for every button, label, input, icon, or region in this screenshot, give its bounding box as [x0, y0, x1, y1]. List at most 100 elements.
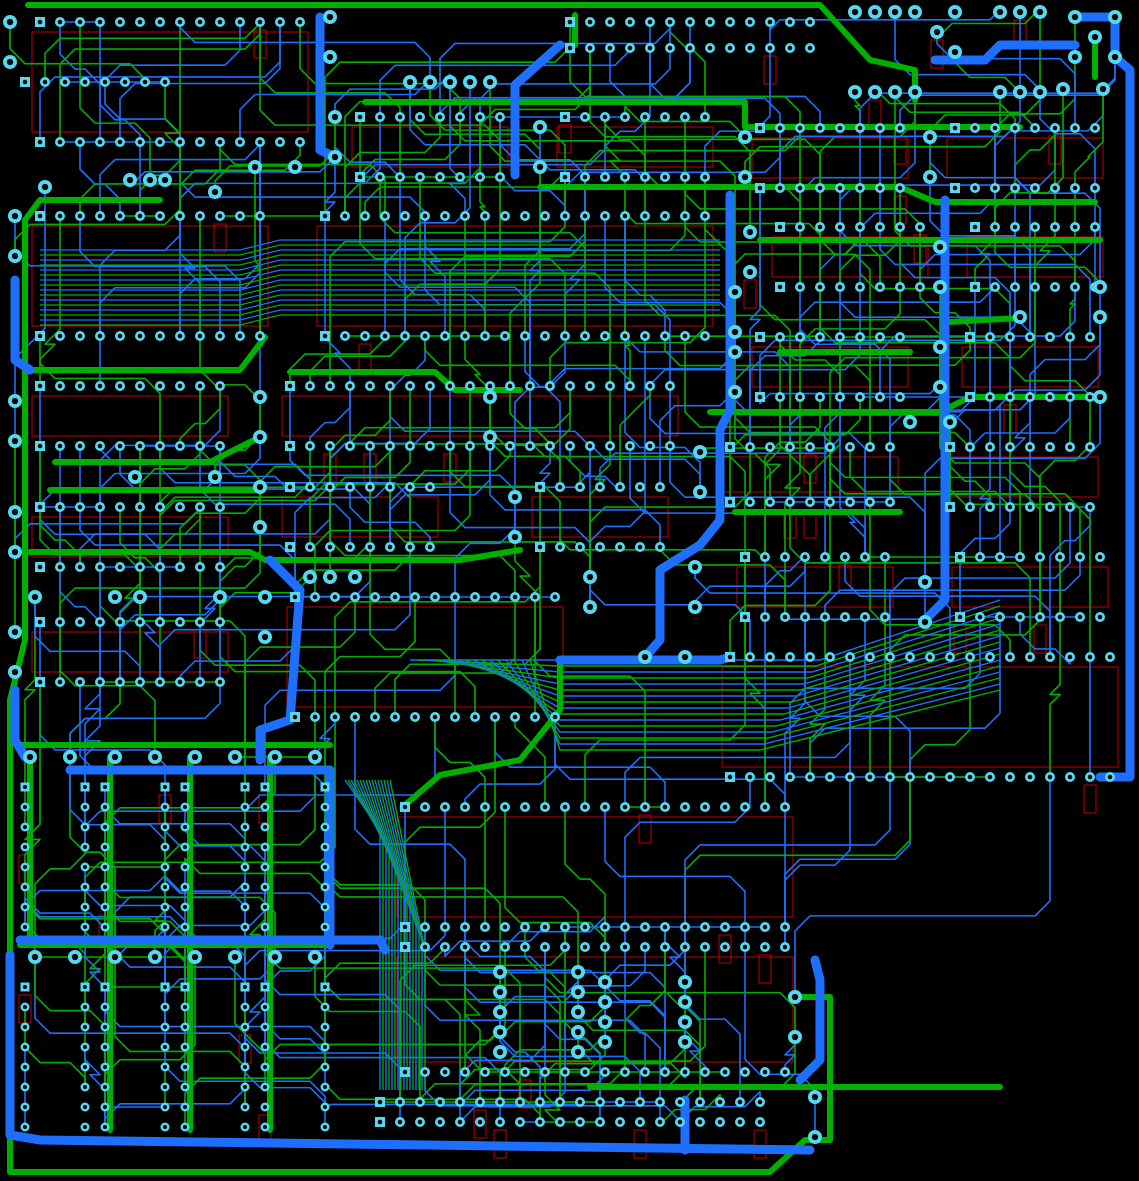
drill-hole — [797, 224, 803, 230]
drill-hole — [842, 614, 848, 620]
bus-trace — [40, 314, 720, 326]
trace — [104, 987, 326, 1087]
drill-hole — [462, 804, 468, 810]
drill-hole — [702, 804, 708, 810]
drill-hole — [327, 544, 333, 550]
trace — [1019, 617, 1071, 665]
drill-hole — [277, 19, 283, 25]
drill-hole — [601, 998, 609, 1006]
drill-hole — [787, 499, 793, 505]
drill-hole — [757, 334, 763, 340]
drill-hole — [542, 333, 548, 339]
drill-hole — [707, 19, 713, 25]
drill-hole — [117, 619, 123, 625]
drill-hole — [256, 523, 264, 531]
trace — [84, 567, 101, 807]
drill-hole — [362, 213, 368, 219]
drill-hole — [457, 1119, 463, 1125]
drill-hole — [262, 904, 268, 910]
trace — [324, 597, 416, 807]
drill-hole — [502, 924, 508, 930]
drill-hole — [897, 284, 903, 290]
ground-trace-bottom — [7, 197, 163, 1175]
drill-hole — [951, 8, 959, 16]
drill-hole — [542, 944, 548, 950]
drill-hole — [562, 213, 568, 219]
drill-hole — [182, 904, 188, 910]
drill-hole — [157, 443, 163, 449]
drill-hole — [322, 1024, 328, 1030]
drill-hole — [261, 593, 269, 601]
trace — [684, 117, 921, 287]
drill-hole — [777, 334, 783, 340]
drill-hole — [322, 784, 328, 790]
drill-hole — [696, 448, 704, 456]
drill-hole — [697, 1099, 703, 1105]
drill-hole — [137, 213, 143, 219]
drill-hole — [567, 45, 573, 51]
drill-hole — [681, 1018, 689, 1026]
drill-hole — [574, 1048, 582, 1056]
drill-hole — [77, 619, 83, 625]
pads-layer — [3, 5, 1122, 1144]
drill-hole — [767, 45, 773, 51]
drill-hole — [162, 824, 168, 830]
drill-hole — [574, 968, 582, 976]
drill-hole — [527, 383, 533, 389]
drill-hole — [157, 564, 163, 570]
drill-hole — [741, 133, 749, 141]
drill-hole — [242, 1064, 248, 1070]
drill-hole — [1052, 224, 1058, 230]
drill-hole — [933, 28, 941, 36]
drill-hole — [262, 824, 268, 830]
component-outline — [213, 223, 227, 253]
trace — [499, 947, 706, 1102]
drill-hole — [457, 114, 463, 120]
drill-hole — [6, 18, 14, 26]
bus-trace — [481, 653, 1001, 715]
drill-hole — [387, 443, 393, 449]
trace — [729, 397, 861, 502]
drill-hole — [722, 944, 728, 950]
drill-hole — [377, 174, 383, 180]
drill-hole — [231, 953, 239, 961]
trace — [514, 717, 546, 807]
trace — [769, 9, 1001, 31]
drill-hole — [921, 618, 929, 626]
drill-hole — [507, 383, 513, 389]
drill-hole — [77, 679, 83, 685]
component-outline — [1083, 784, 1097, 814]
drill-hole — [622, 1069, 628, 1075]
drill-hole — [287, 383, 293, 389]
drill-hole — [82, 1084, 88, 1090]
drill-hole — [191, 953, 199, 961]
drill-hole — [77, 504, 83, 510]
trace — [324, 807, 579, 992]
component-outline — [758, 954, 772, 984]
drill-hole — [767, 19, 773, 25]
drill-hole — [1099, 85, 1107, 93]
chip-outline — [31, 631, 229, 673]
drill-hole — [757, 125, 763, 131]
drill-hole — [1059, 85, 1067, 93]
drill-hole — [197, 564, 203, 570]
drill-hole — [522, 1069, 528, 1075]
drill-hole — [342, 213, 348, 219]
drill-hole — [777, 394, 783, 400]
drill-hole — [532, 714, 538, 720]
drill-hole — [57, 504, 63, 510]
drill-hole — [257, 333, 263, 339]
drill-hole — [22, 984, 28, 990]
drill-hole — [667, 383, 673, 389]
ground-trace-bottom — [52, 434, 263, 465]
drill-hole — [582, 804, 588, 810]
drill-hole — [882, 554, 888, 560]
drill-hole — [372, 714, 378, 720]
drill-hole — [242, 1024, 248, 1030]
drill-hole — [877, 394, 883, 400]
drill-hole — [537, 1099, 543, 1105]
drill-hole — [6, 58, 14, 66]
drill-hole — [262, 1064, 268, 1070]
drill-hole — [817, 125, 823, 131]
drill-hole — [681, 978, 689, 986]
